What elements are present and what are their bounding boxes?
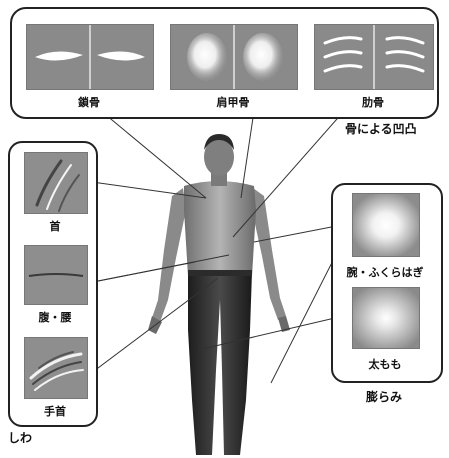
abdomen-waist-label: 腹・腰 <box>38 311 72 324</box>
bone-relief-caption: 骨による凹凸 <box>345 122 417 136</box>
ribs-label: 肋骨 <box>362 96 384 109</box>
scapula-image <box>170 24 298 90</box>
arm-calf-label: 腕・ふくらはぎ <box>346 266 424 279</box>
neck-label: 首 <box>49 220 61 233</box>
wrinkle-caption: しわ <box>8 431 33 445</box>
wrist-label: 手首 <box>44 405 66 418</box>
scapula-label: 肩甲骨 <box>216 96 250 109</box>
wrist-wrinkle-image <box>24 337 88 399</box>
thigh-label: 太もも <box>368 358 402 371</box>
leader-lines <box>69 109 353 390</box>
ribs-image <box>314 24 434 90</box>
thigh-bulge-image <box>352 287 420 349</box>
neck-wrinkle-image <box>24 152 88 214</box>
arm-calf-bulge-image <box>352 193 420 257</box>
clavicle-image <box>26 24 154 90</box>
clavicle-label: 鎖骨 <box>78 96 100 109</box>
human-figure <box>148 134 290 455</box>
abdomen-waist-wrinkle-image <box>24 245 88 305</box>
bulge-caption: 膨らみ <box>366 390 403 404</box>
